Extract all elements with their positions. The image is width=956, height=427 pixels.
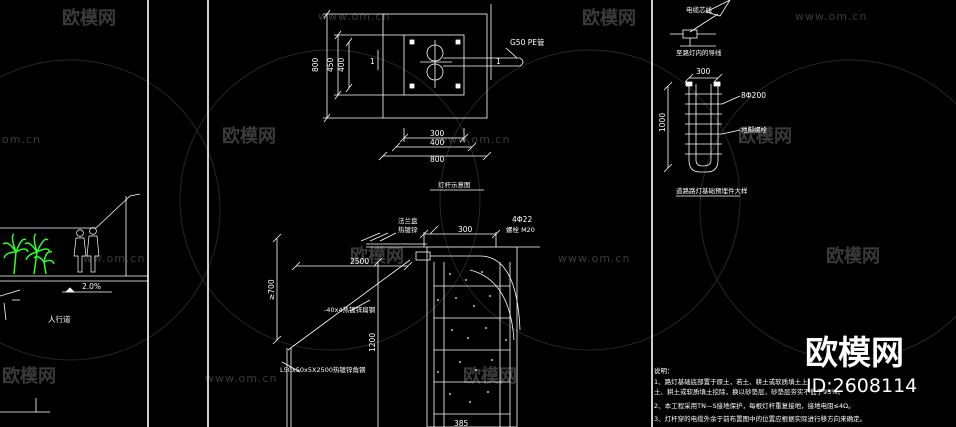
anchor-label: 地脚螺栓 [741, 125, 768, 134]
lamp-wire-label: 至路灯内的导线 [676, 48, 722, 57]
pedestrian-figures [73, 227, 100, 273]
dim-label: 450 [326, 57, 335, 72]
watermark-brand: 欧模网 [738, 125, 792, 147]
flange-sub-label: 热镀锌 [398, 225, 418, 234]
note-line: 1、路灯基础底部置于原土，若土、耕土或软质填土上， [654, 377, 814, 386]
palm-tree-icon [2, 233, 55, 275]
dim-label: ≥700 [267, 279, 276, 300]
watermark-brand: 欧模网 [2, 365, 56, 387]
dim-label: 1000 [658, 113, 667, 132]
notes-block: 说明： 1、路灯基础底部置于原土，若土、耕土或软质填土上， 土、耕土或软质填土挖… [654, 366, 866, 423]
watermark-url: www.om.cn [795, 10, 867, 23]
sidewalk-label: 人行道 [48, 314, 71, 324]
detail-title: 道路路灯基础预埋件大样 [676, 186, 748, 195]
foundation-plan-view: 800 450 400 G50 PE管 1 1 300 400 800 灯杆示意… [311, 4, 545, 191]
note-line: 2、本工程采用TN—S接地保护，每根灯杆重复接地，接地电阻≤4Ω。 [654, 401, 855, 410]
dim-label: 300 [430, 129, 445, 138]
watermark-url: www.om.cn [558, 252, 630, 265]
pipe-label: G50 PE管 [510, 37, 545, 47]
watermark-brand: 欧模网 [582, 7, 636, 29]
dim-label: 400 [337, 57, 346, 72]
cable-core-label: 电缆芯线 [686, 5, 713, 14]
note-line: 3、灯杆穿的电缆外余于前布置图中的位置应根据实际进行移方向来确定。 [654, 414, 866, 423]
sidewalk-section: 2.0% 人行道 [0, 193, 148, 413]
concrete-hatch [437, 271, 507, 403]
flange-label: 法兰盘 [398, 216, 418, 225]
bolt-label: 螺栓 M20 [506, 225, 535, 234]
rebar-label: 8Φ200 [741, 91, 766, 100]
dim-label: 2500 [350, 257, 369, 266]
watermark-brand: 欧模网 [62, 7, 116, 29]
embedded-part-detail: 电缆芯线 至路灯内的导线 300 8Φ200 1000 地脚螺栓 道路路灯基础预… [658, 0, 768, 197]
brand-logo-text: 欧模网 [805, 333, 904, 372]
bolt-count-label: 4Φ22 [512, 215, 532, 224]
watermark-url: ww.om.cn [83, 252, 145, 265]
slope-label: 2.0% [82, 282, 101, 291]
dim-label: 1200 [368, 333, 377, 352]
dim-label: 800 [430, 155, 445, 164]
plan-title: 灯杆示意图 [438, 180, 471, 189]
watermark-url: om.cn [2, 133, 41, 146]
dim-label: 800 [311, 57, 320, 72]
section-mark: 1 [496, 57, 501, 66]
angle-steel-label: L50x50x5X2500热镀锌角钢 [280, 365, 366, 374]
dim-label: 400 [430, 138, 445, 147]
dim-label: 300 [696, 67, 711, 76]
watermark-url: www.om.cn [205, 372, 277, 385]
watermark-layer: 欧模网 欧模网 欧模网 欧模网 欧模网 欧模网 欧模网 欧模网 www.om.c… [0, 7, 956, 387]
sheet-borders [147, 0, 653, 427]
brand-id-text: ID:2608114 [806, 375, 917, 397]
dim-label: 300 [458, 225, 473, 234]
brand-mark: 欧模网 ID:2608114 [805, 333, 917, 397]
watermark-brand: 欧模网 [222, 125, 276, 147]
watermark-brand: 欧模网 [826, 245, 880, 267]
watermark-brand: 欧模网 [463, 365, 517, 387]
watermark-brand: 欧模网 [350, 245, 404, 267]
watermark-url: www.om.cn [438, 133, 510, 146]
flat-steel-label: -40x4热镀锌扁钢 [324, 305, 376, 314]
foundation-section-view: 法兰盘 热镀锌 4Φ22 螺栓 M20 300 2500 ≥700 1200 -… [267, 215, 540, 427]
note-line: 土、耕土或软质填土挖除，换以砂垫层，砂垫层夯实不低于95%。 [654, 387, 844, 396]
dim-label: 385 [454, 419, 469, 427]
notes-heading: 说明： [654, 366, 674, 375]
section-mark: 1 [370, 57, 375, 66]
watermark-url: www.om.cn [318, 10, 390, 23]
